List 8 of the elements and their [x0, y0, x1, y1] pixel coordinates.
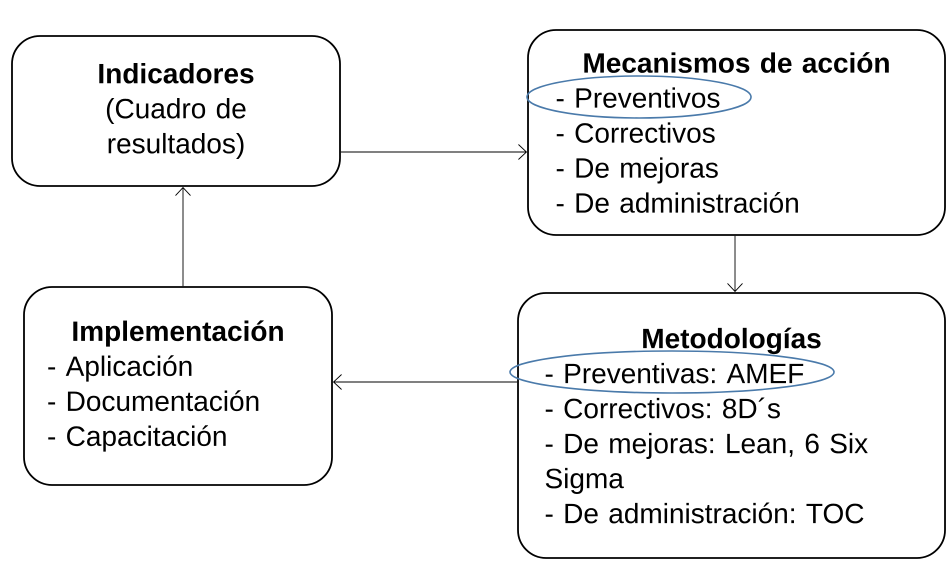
process-box: Indicadores (Cuadro de resultados) — [11, 35, 341, 187]
process-box: Mecanismos de acción - Preventivos - Correctivos - De mejoras - De administración — [527, 29, 946, 236]
process-box: Implementación - Aplicación - Documentación - Capacitación — [23, 286, 333, 486]
arrow — [727, 235, 743, 292]
arrow — [340, 144, 528, 160]
process-box: Metodologías - Preventivas: AMEF - Correctivos: 8D´s - De mejoras: Lean, 6 Six Sigma - De administración: TOC — [517, 292, 946, 559]
arrow — [175, 186, 191, 287]
arrow — [332, 374, 518, 390]
